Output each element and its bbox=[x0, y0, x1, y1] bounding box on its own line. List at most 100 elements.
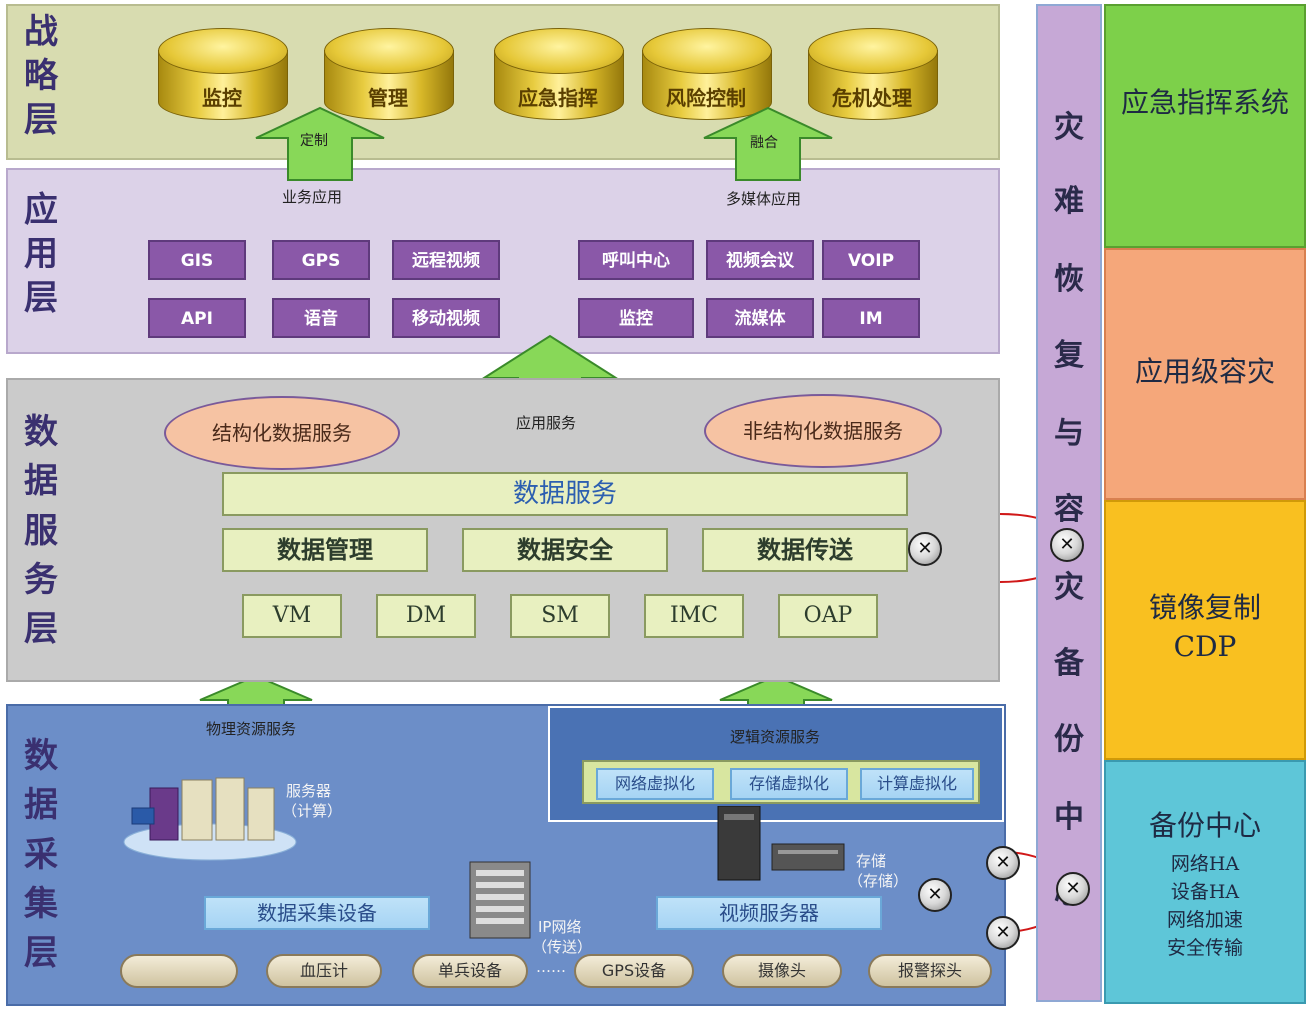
data-management: 数据管理 bbox=[222, 528, 428, 572]
data-service-layer-title: 数据服务层 bbox=[18, 408, 64, 654]
app-monitor: 监控 bbox=[578, 298, 694, 338]
strategy-item-label: 应急指挥 bbox=[518, 86, 598, 110]
backup-center-title: 备份中心 bbox=[1148, 809, 1261, 842]
app-im: IM bbox=[822, 298, 920, 338]
column-char: 复 bbox=[1054, 338, 1084, 373]
layer-title-char: 据 bbox=[24, 785, 58, 826]
storage-device-icon bbox=[717, 806, 845, 881]
column-char: 与 bbox=[1054, 416, 1084, 451]
device-gps: GPS设备 bbox=[574, 954, 694, 988]
network-switch-icon bbox=[469, 861, 531, 939]
device-ellipsis: …… bbox=[536, 958, 566, 976]
layer-title-char: 层 bbox=[24, 100, 58, 141]
structured-data-service: 结构化数据服务 bbox=[164, 396, 400, 470]
app-video-conf: 视频会议 bbox=[706, 240, 814, 280]
backup-item: 网络加速 bbox=[1166, 909, 1243, 931]
ip-network-sublabel: （传送） bbox=[532, 938, 593, 956]
layer-title-char: 采 bbox=[24, 834, 58, 875]
module-oap: OAP bbox=[778, 594, 878, 638]
multimedia-app-label: 多媒体应用 bbox=[726, 190, 802, 208]
layer-title-char: 务 bbox=[24, 559, 58, 600]
strategy-item-risk: 风险控制 bbox=[642, 28, 772, 128]
emergency-command-label: 应急指挥系统 bbox=[1120, 86, 1289, 119]
backup-item: 设备HA bbox=[1170, 881, 1240, 903]
emergency-command-block: 应急指挥系统 bbox=[1104, 4, 1306, 248]
mirror-label: 镜像复制 bbox=[1148, 591, 1261, 624]
backup-center-block: 备份中心 网络HA 设备HA 网络加速 安全传输 bbox=[1104, 760, 1306, 1004]
compute-virtualization: 计算虚拟化 bbox=[860, 768, 974, 800]
module-dm: DM bbox=[376, 594, 476, 638]
server-sublabel: （计算） bbox=[282, 802, 343, 820]
physical-resource-label: 物理资源服务 bbox=[206, 720, 297, 738]
strategy-item-label: 监控 bbox=[202, 86, 242, 110]
layer-title-char: 据 bbox=[24, 461, 58, 502]
backup-item: 安全传输 bbox=[1166, 937, 1243, 959]
cdp-label: CDP bbox=[1173, 630, 1237, 664]
router-icon bbox=[1050, 528, 1084, 562]
app-streaming: 流媒体 bbox=[706, 298, 814, 338]
app-gis: GIS bbox=[148, 240, 246, 280]
strategy-item-label: 危机处理 bbox=[832, 86, 912, 110]
layer-title-char: 用 bbox=[24, 234, 58, 275]
module-imc: IMC bbox=[644, 594, 744, 638]
data-collection-device: 数据采集设备 bbox=[204, 896, 430, 930]
app-gps: GPS bbox=[272, 240, 370, 280]
backup-item: 网络HA bbox=[1170, 853, 1240, 875]
app-service-label: 应用服务 bbox=[516, 414, 577, 432]
collection-layer-title: 数据采集层 bbox=[18, 732, 64, 978]
business-app-label: 业务应用 bbox=[282, 188, 343, 206]
layer-title-char: 层 bbox=[24, 278, 58, 319]
column-char: 容 bbox=[1054, 492, 1084, 527]
device-camera: 摄像头 bbox=[722, 954, 842, 988]
logical-resource-label: 逻辑资源服务 bbox=[730, 728, 821, 746]
app-voip: VOIP bbox=[822, 240, 920, 280]
router-icon bbox=[918, 878, 952, 912]
column-char: 恢 bbox=[1054, 262, 1084, 297]
strategy-layer-title: 战略层 bbox=[18, 10, 64, 143]
network-virtualization: 网络虚拟化 bbox=[596, 768, 714, 800]
module-sm: SM bbox=[510, 594, 610, 638]
column-char: 中 bbox=[1054, 800, 1084, 835]
layer-title-char: 服 bbox=[24, 510, 58, 551]
layer-title-char: 层 bbox=[24, 609, 58, 650]
layer-title-char: 略 bbox=[24, 56, 58, 97]
storage-label: 存储 bbox=[856, 852, 887, 870]
column-char: 备 bbox=[1054, 646, 1084, 681]
mirror-replication-block: 镜像复制 CDP bbox=[1104, 500, 1306, 760]
layer-title-char: 数 bbox=[24, 412, 58, 452]
app-remote-video: 远程视频 bbox=[392, 240, 500, 280]
strategy-item-emergency: 应急指挥 bbox=[494, 28, 624, 128]
server-label: 服务器 bbox=[286, 782, 332, 800]
column-char: 灾 bbox=[1054, 570, 1084, 605]
router-icon bbox=[986, 916, 1020, 950]
app-voice: 语音 bbox=[272, 298, 370, 338]
data-security: 数据安全 bbox=[462, 528, 668, 572]
layer-title-char: 数 bbox=[24, 736, 58, 776]
module-vm: VM bbox=[242, 594, 342, 638]
application-layer-title: 应用层 bbox=[18, 188, 64, 321]
unstructured-data-service: 非结构化数据服务 bbox=[704, 394, 942, 468]
arrow-label-merge: 融合 bbox=[750, 135, 778, 151]
data-service-bar: 数据服务 bbox=[222, 472, 908, 516]
column-char: 难 bbox=[1054, 184, 1084, 219]
app-level-dr-label: 应用级容灾 bbox=[1134, 355, 1275, 388]
router-icon bbox=[1056, 872, 1090, 906]
device-individual-soldier: 单兵设备 bbox=[412, 954, 528, 988]
storage-sublabel: （存储） bbox=[848, 872, 909, 890]
strategy-item-monitor: 监控 bbox=[158, 28, 288, 128]
arrow-label-custom: 定制 bbox=[300, 133, 328, 149]
layer-title-char: 战 bbox=[24, 12, 58, 52]
video-server: 视频服务器 bbox=[656, 896, 882, 930]
server-cluster-icon bbox=[123, 777, 297, 861]
column-char: 份 bbox=[1054, 722, 1084, 757]
device-blood-pressure: 血压计 bbox=[266, 954, 382, 988]
device-unknown bbox=[120, 954, 238, 988]
strategy-item-manage: 管理 bbox=[324, 28, 454, 128]
layer-title-char: 应 bbox=[24, 190, 58, 230]
router-icon bbox=[986, 846, 1020, 880]
storage-virtualization: 存储虚拟化 bbox=[730, 768, 848, 800]
strategy-item-crisis: 危机处理 bbox=[808, 28, 938, 128]
strategy-item-label: 管理 bbox=[368, 86, 408, 110]
app-api: API bbox=[148, 298, 246, 338]
layer-title-char: 集 bbox=[24, 883, 58, 924]
